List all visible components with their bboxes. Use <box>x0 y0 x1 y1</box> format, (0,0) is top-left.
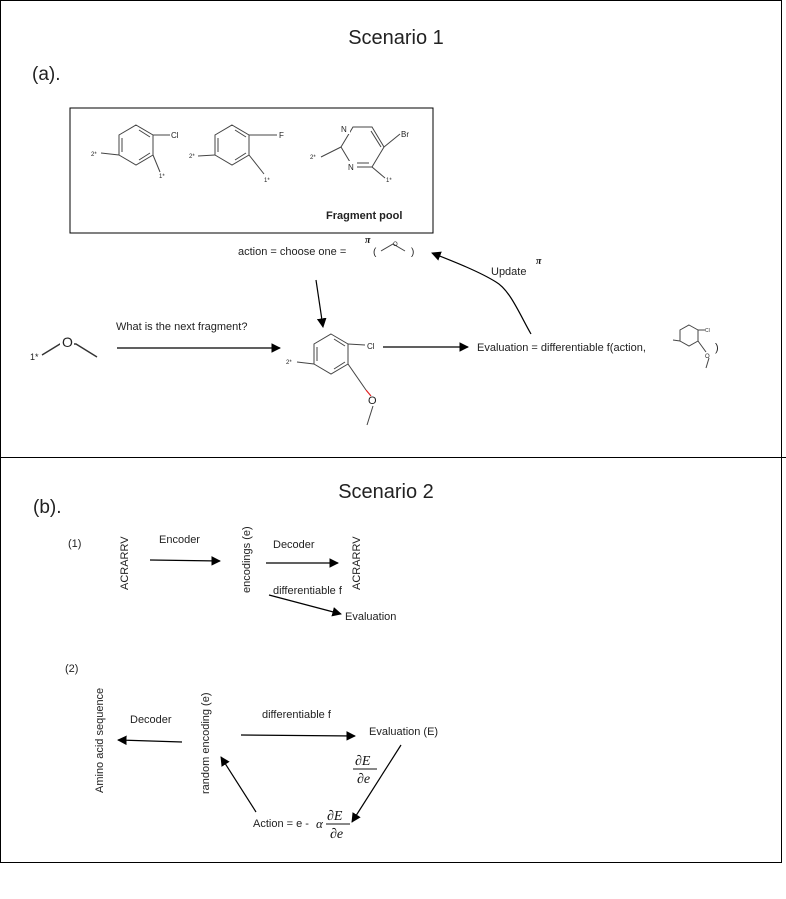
action-grad-numerator: ∂E <box>327 809 343 824</box>
gradient-arrow <box>351 744 402 823</box>
scenario1-title: Scenario 1 <box>348 27 444 49</box>
update-arrow <box>431 251 532 335</box>
atom-o: O <box>393 242 398 248</box>
update-pi: π <box>536 256 542 267</box>
part2-diff-f-arrow <box>240 731 356 741</box>
attach-2star: 2* <box>189 154 195 160</box>
part2-evaluation-label: Evaluation (E) <box>369 726 438 738</box>
atom-n: N <box>341 125 347 134</box>
amino-acid-label: Amino acid sequence <box>94 688 106 793</box>
scenario2-frame <box>0 457 782 863</box>
input-sequence: ACRARRV <box>119 536 131 590</box>
open-paren: ( <box>373 247 377 258</box>
mini-combined-molecule: Cl O <box>672 324 710 369</box>
output-sequence: ACRARRV <box>351 536 363 590</box>
attach-1star: 1* <box>30 352 39 362</box>
evaluation-label: Evaluation <box>345 611 396 623</box>
diff-f-label: differentiable f <box>273 585 343 597</box>
atom-o: O <box>368 395 377 407</box>
action-formula-prefix: Action = e - <box>253 818 309 830</box>
atom-o: O <box>62 334 73 350</box>
fragment-pool-title: Fragment pool <box>326 210 402 222</box>
action-update-arrow <box>220 756 257 813</box>
atom-f: F <box>279 131 284 140</box>
part1-num: (1) <box>68 538 81 550</box>
atom-cl: Cl <box>171 131 179 140</box>
random-encoding-label: random encoding (e) <box>200 692 212 794</box>
atom-n: N <box>348 163 354 172</box>
scenario2-label: (b). <box>33 497 62 518</box>
atom-cl: Cl <box>367 342 375 351</box>
attach-1star: 1* <box>159 174 165 180</box>
start-methoxy: O 1* <box>30 334 98 362</box>
fragment-pool-box <box>69 107 434 234</box>
encoder-label: Encoder <box>159 534 200 546</box>
attach-2star: 2* <box>286 360 292 366</box>
attach-2star: 2* <box>310 155 316 161</box>
update-text: Update <box>491 266 526 278</box>
encoder-arrow <box>149 556 221 566</box>
attach-1star: 1* <box>386 178 392 184</box>
combined-molecule: Cl 2* O <box>286 333 377 426</box>
scenario2-title: Scenario 2 <box>338 481 434 503</box>
scenario1-label: (a). <box>32 64 61 85</box>
evaluation-close-paren: ) <box>715 342 719 354</box>
atom-br: Br <box>401 130 409 139</box>
encodings-label: encodings (e) <box>241 526 253 593</box>
scenario1-frame <box>0 0 782 458</box>
part2-num: (2) <box>65 663 78 675</box>
atom-o: O <box>705 354 710 360</box>
part2-diff-f-label: differentiable f <box>262 709 332 721</box>
part2-decoder-arrow <box>117 735 183 746</box>
atom-cl: Cl <box>705 328 710 334</box>
part2-decoder-label: Decoder <box>130 714 172 726</box>
question-text: What is the next fragment? <box>116 321 247 333</box>
evaluation-text: Evaluation = differentiable f(action, <box>477 342 646 354</box>
close-paren: ) <box>411 247 414 258</box>
attach-2star: 2* <box>91 152 97 158</box>
fragment-chlorophenyl: Cl 2* 1* <box>91 124 179 180</box>
diff-f-arrow <box>268 594 342 617</box>
action-text: action = choose one = <box>238 246 346 258</box>
pi-symbol: π <box>365 235 371 246</box>
attach-1star: 1* <box>264 178 270 184</box>
grad-denominator: ∂e <box>357 772 370 787</box>
choose-arrow <box>315 279 327 328</box>
fragment-bromopyrimidine: N N Br 2* 1* <box>310 124 409 184</box>
mini-methoxy: O <box>380 242 406 252</box>
decoder-label: Decoder <box>273 539 315 551</box>
grad-numerator: ∂E <box>355 754 371 769</box>
alpha-symbol: α <box>316 816 324 831</box>
action-grad-denominator: ∂e <box>330 827 343 842</box>
fragment-fluorophenyl: F 2* 1* <box>189 124 284 184</box>
